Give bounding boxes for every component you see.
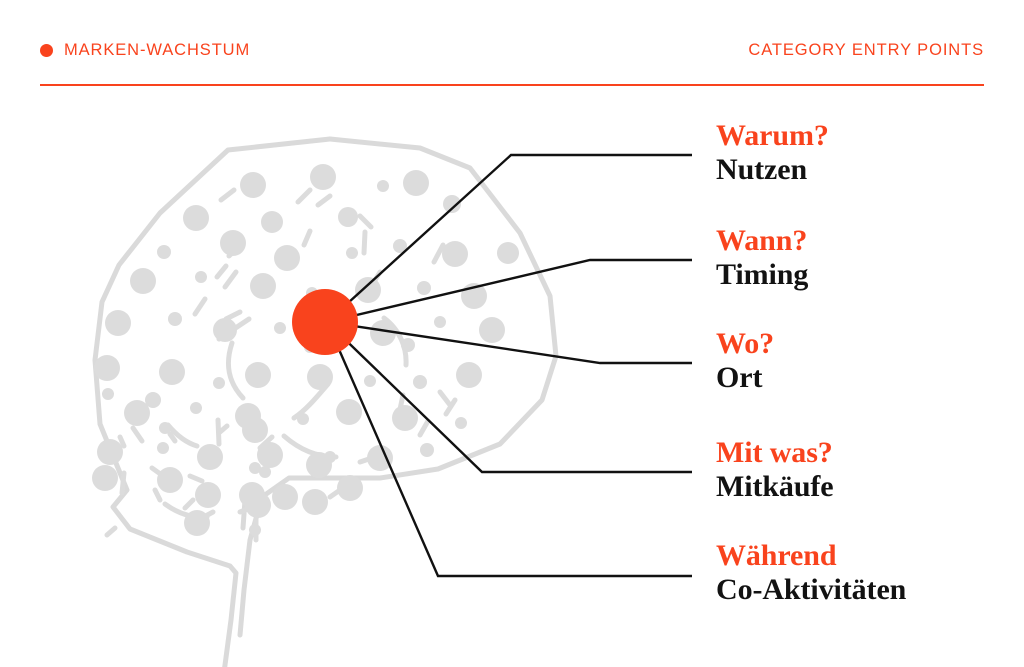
connector-line-2 — [326, 258, 692, 324]
header-topic-label: MARKEN-WACHSTUM — [64, 40, 251, 59]
header-section-label: CATEGORY ENTRY POINTS — [748, 40, 984, 59]
header-divider — [40, 84, 984, 86]
slide-header: MARKEN-WACHSTUM CATEGORY ENTRY POINTS — [40, 38, 984, 72]
header-left-group: MARKEN-WACHSTUM — [40, 38, 250, 62]
neural-node-cluster — [92, 164, 519, 536]
connector-line-4 — [326, 321, 692, 474]
entry-point-answer-5: Co-Aktivitäten — [716, 573, 907, 607]
neural-dendrite-strokes — [104, 187, 458, 543]
entry-point-question-4: Mit was? — [716, 436, 833, 469]
entry-point-question-5: Während — [716, 539, 837, 572]
entry-point-item-1: Warum? Nutzen — [716, 119, 829, 187]
entry-point-answer-2: Timing — [716, 258, 809, 292]
connector-line-5 — [325, 321, 692, 578]
connector-line-3 — [326, 320, 692, 365]
entry-point-answer-1: Nutzen — [716, 153, 808, 187]
connector-lines — [325, 153, 692, 578]
header-right-group: CATEGORY ENTRY POINTS — [748, 38, 984, 62]
entry-point-answer-3: Ort — [716, 361, 763, 395]
entry-point-item-5: Während Co-Aktivitäten — [716, 539, 907, 607]
filled-circle-icon — [40, 43, 53, 57]
entry-point-question-1: Warum? — [716, 119, 829, 152]
connector-line-1 — [326, 153, 692, 323]
category-entry-point-hub — [292, 289, 358, 355]
entry-point-question-3: Wo? — [716, 327, 775, 360]
brain-outline-icon — [92, 136, 559, 667]
entry-point-answer-4: Mitkäufe — [716, 470, 834, 504]
entry-point-item-2: Wann? Timing — [716, 224, 809, 292]
entry-point-question-2: Wann? — [716, 224, 808, 257]
entry-point-item-4: Mit was? Mitkäufe — [716, 436, 834, 504]
entry-point-item-3: Wo? Ort — [716, 327, 775, 395]
